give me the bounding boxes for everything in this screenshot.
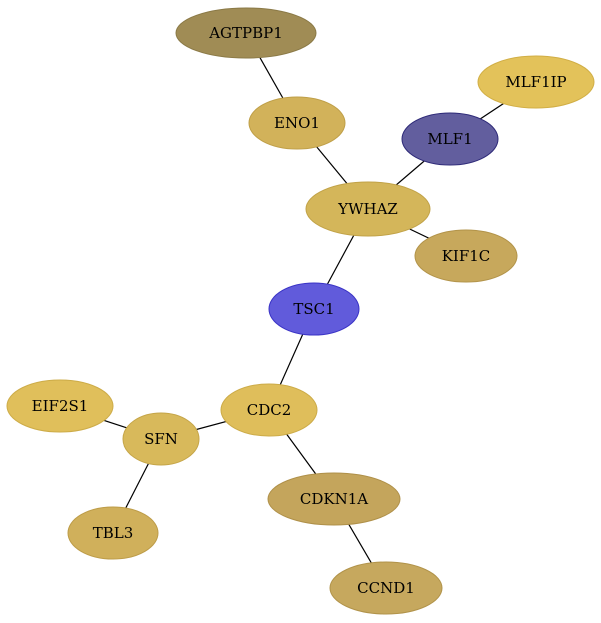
node-eif2s1[interactable]: EIF2S1 (6, 379, 114, 433)
node-ellipse (220, 383, 318, 437)
node-label: YWHAZ (337, 200, 398, 218)
node-cdc2[interactable]: CDC2 (220, 383, 318, 437)
node-label: MLF1IP (505, 73, 566, 91)
node-ywhaz[interactable]: YWHAZ (305, 181, 431, 237)
node-ellipse (414, 229, 518, 283)
node-label: EIF2S1 (32, 397, 89, 415)
node-mlf1ip[interactable]: MLF1IP (477, 55, 595, 109)
node-label: ENO1 (274, 114, 320, 132)
node-label: TBL3 (93, 524, 134, 542)
node-ellipse (268, 282, 360, 336)
node-ellipse (329, 561, 443, 615)
node-label: MLF1 (427, 130, 472, 148)
node-label: SFN (144, 430, 178, 448)
node-tsc1[interactable]: TSC1 (268, 282, 360, 336)
node-label: CDKN1A (300, 490, 368, 508)
node-ellipse (305, 181, 431, 237)
node-label: AGTPBP1 (208, 24, 283, 42)
node-label: CCND1 (357, 579, 415, 597)
node-tbl3[interactable]: TBL3 (67, 506, 159, 560)
node-ellipse (122, 412, 200, 466)
node-label: KIF1C (442, 247, 491, 265)
node-label: TSC1 (293, 300, 334, 318)
node-ellipse (67, 506, 159, 560)
node-agtpbp1[interactable]: AGTPBP1 (175, 7, 317, 59)
node-label: CDC2 (247, 401, 292, 419)
node-ellipse (267, 472, 401, 526)
node-ellipse (175, 7, 317, 59)
node-ellipse (6, 379, 114, 433)
node-ellipse (477, 55, 595, 109)
node-ccnd1[interactable]: CCND1 (329, 561, 443, 615)
node-kif1c[interactable]: KIF1C (414, 229, 518, 283)
node-sfn[interactable]: SFN (122, 412, 200, 466)
node-cdkn1a[interactable]: CDKN1A (267, 472, 401, 526)
node-ellipse (401, 112, 499, 166)
node-mlf1[interactable]: MLF1 (401, 112, 499, 166)
node-eno1[interactable]: ENO1 (248, 96, 346, 150)
node-ellipse (248, 96, 346, 150)
